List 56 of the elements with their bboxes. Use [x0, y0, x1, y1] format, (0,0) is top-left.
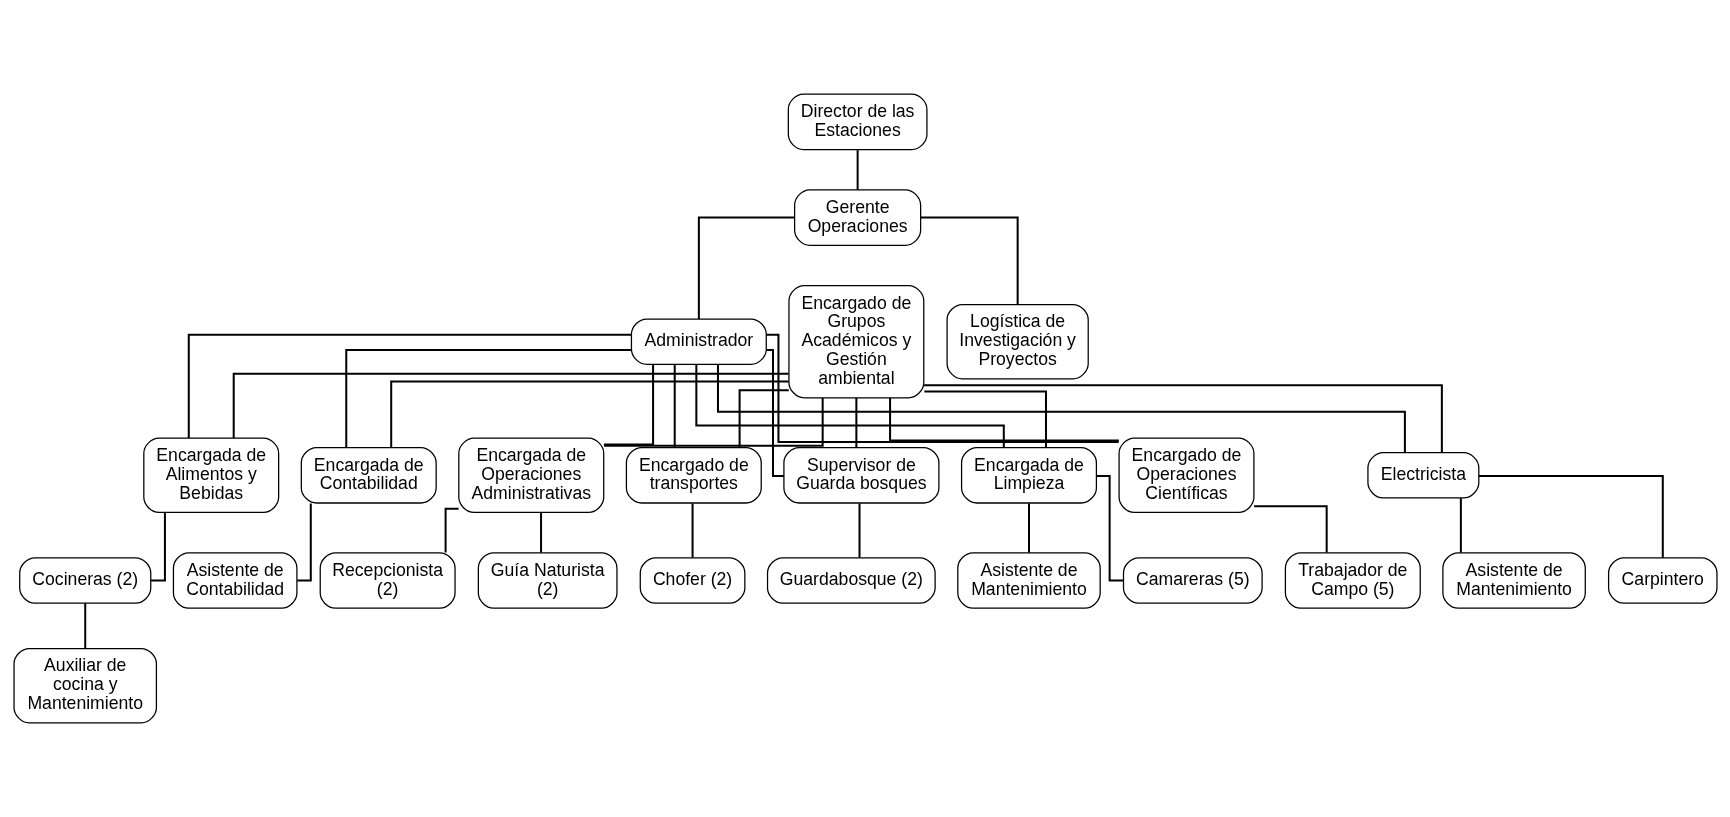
- connector: [603, 397, 824, 447]
- connector: [1027, 503, 1030, 553]
- connector: [344, 348, 631, 448]
- connector: [296, 503, 312, 582]
- connector: [389, 380, 789, 448]
- connector: [920, 216, 1019, 305]
- node-box: Encargada de Contabilidad: [300, 446, 437, 504]
- node-box: Auxiliar de cocina y Mantenimiento: [12, 647, 157, 724]
- connector: [1096, 474, 1123, 582]
- node-box: Asistente de Contabilidad: [172, 552, 298, 609]
- connector: [694, 364, 1005, 448]
- connector: [603, 364, 654, 446]
- node-box: Encargado de Operaciones Científicas: [1117, 437, 1255, 514]
- node-box: Asistente de Mantenimiento: [1441, 552, 1586, 609]
- connector: [923, 390, 1047, 448]
- node-box: Guía Naturista (2): [477, 552, 618, 609]
- node-box: Cocineras (2): [18, 557, 151, 604]
- connector: [1478, 474, 1664, 558]
- node-box: Encargada de Alimentos y Bebidas: [142, 437, 279, 514]
- node-box: Gerente Operaciones: [793, 189, 921, 246]
- node-box: Encargada de Limpieza: [960, 446, 1097, 504]
- connector: [856, 150, 859, 190]
- connector: [539, 512, 542, 553]
- node-box: Encargada de Operaciones Administrativas: [457, 437, 604, 514]
- node-box: Chofer (2): [639, 557, 745, 604]
- node-box: Electricista: [1366, 451, 1479, 499]
- connector: [187, 333, 631, 438]
- node-box: Carpintero: [1607, 557, 1718, 604]
- connector: [232, 372, 789, 439]
- node-box: Supervisor de Guarda bosques: [782, 446, 940, 504]
- node-box: Guardabosque (2): [766, 557, 936, 604]
- connector: [697, 216, 794, 319]
- connector: [716, 364, 1406, 453]
- node-box: Camareras (5): [1122, 557, 1263, 604]
- connector: [738, 389, 789, 448]
- connector: [858, 503, 860, 558]
- node-box: Asistente de Mantenimiento: [956, 552, 1101, 609]
- node-box: Encargado de transportes: [625, 446, 762, 504]
- connector: [923, 384, 1443, 453]
- node-box: Logística de Investigación y Proyectos: [945, 303, 1089, 380]
- connector: [691, 503, 694, 558]
- node-box: Administrador: [630, 318, 767, 366]
- connector: [1253, 505, 1328, 553]
- node-box: Director de las Estaciones: [787, 93, 928, 151]
- connector: [444, 507, 459, 553]
- node-box: Encargado de Grupos Académicos y Gestión ambiental: [787, 285, 924, 399]
- connector: [766, 348, 784, 477]
- node-box: Recepcionista (2): [319, 552, 456, 609]
- connector: [673, 365, 676, 448]
- connector: [765, 333, 1119, 443]
- node-box: Trabajador de Campo (5): [1284, 552, 1421, 609]
- connector: [854, 398, 857, 448]
- connector: [888, 398, 1119, 442]
- connector: [150, 512, 166, 582]
- connector: [83, 603, 86, 649]
- connector: [1459, 498, 1462, 553]
